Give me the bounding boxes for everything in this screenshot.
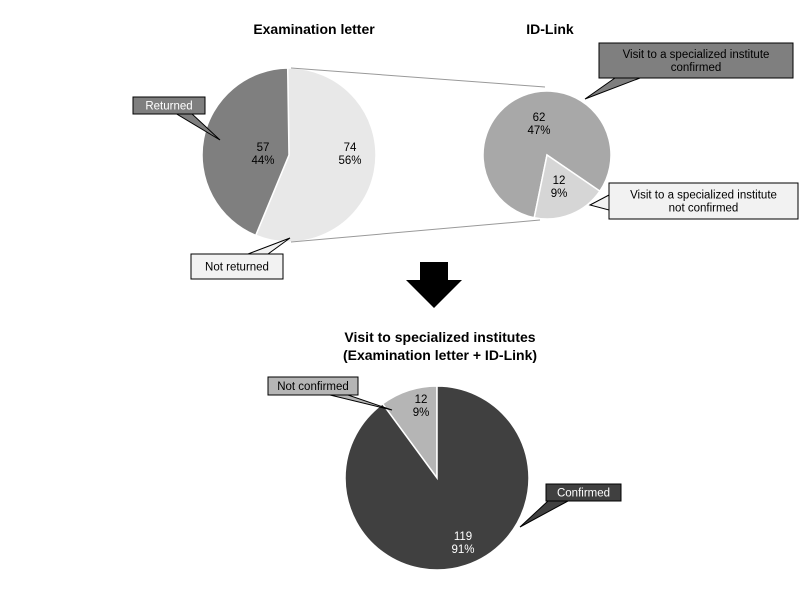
examination-letter-title: Examination letter [253, 21, 375, 37]
callout-id-confirmed-text: confirmed [671, 62, 722, 74]
callout-id-confirmed: Visit to a specialized instituteconfirme… [584, 42, 794, 100]
callout-returned: Returned [132, 96, 221, 141]
callout-id-not-confirmed-box [608, 182, 799, 220]
callout-not-confirmed-pointer [329, 394, 393, 411]
pie1-slice-returned [201, 67, 290, 237]
down-arrow-icon [406, 262, 462, 308]
id-link-title: ID-Link [526, 21, 574, 37]
connector-line-bottom [290, 219, 541, 243]
pie2-slice-not-confirmed [533, 153, 601, 220]
callout-not-returned-text: Not returned [205, 262, 269, 274]
callout-returned-box [132, 96, 206, 115]
callout-not-confirmed-box [267, 376, 359, 396]
callout-id-confirmed-text: Visit to a specialized institute [623, 49, 770, 61]
callout-not-confirmed: Not confirmed [267, 376, 393, 411]
combined-title: Visit to specialized institutes [344, 329, 536, 345]
callout-id-confirmed-pointer [584, 77, 641, 100]
callout-returned-text: Returned [145, 101, 192, 113]
callout-confirmed: Confirmed [519, 483, 622, 528]
callout-id-not-confirmed-text: not confirmed [669, 203, 739, 215]
callout-id-not-confirmed-text: Visit to a specialized institute [630, 190, 777, 202]
callout-not-returned: Not returned [190, 237, 291, 280]
pie3-slice-confirmed [344, 385, 530, 571]
callout-confirmed-pointer [519, 500, 569, 528]
callout-not-confirmed-text: Not confirmed [277, 381, 349, 393]
down-arrow-shape [406, 262, 462, 308]
callout-confirmed-box [545, 483, 622, 502]
callout-confirmed-text: Confirmed [557, 488, 610, 500]
combined-subtitle: (Examination letter + ID-Link) [342, 347, 538, 363]
callout-not-returned-box [190, 253, 284, 280]
callout-id-confirmed-box [598, 42, 794, 79]
connector-line-top [290, 67, 546, 88]
